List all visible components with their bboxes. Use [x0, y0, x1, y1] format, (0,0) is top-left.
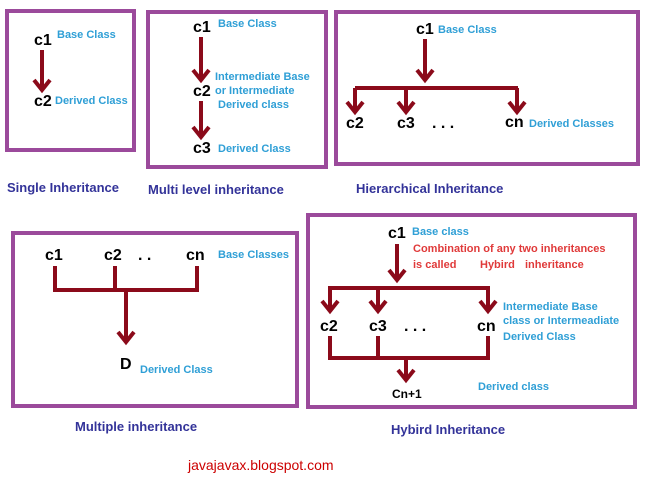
hybrid-note-combo-4: inheritance [525, 259, 584, 271]
multilevel-arrow-1-head [191, 68, 211, 84]
hybrid-panel-border [306, 213, 637, 409]
hybrid-caption: Hybird Inheritance [391, 422, 505, 437]
hierarchical-node-c3: c3 [397, 115, 415, 132]
single-arrow-head [32, 78, 52, 94]
multilevel-note-base: Base Class [218, 18, 277, 30]
single-node-c2: c2 [34, 93, 52, 110]
multiple-node-c1: c1 [45, 247, 63, 264]
hierarchical-node-c1: c1 [416, 21, 434, 38]
multiple-panel-border [11, 231, 299, 408]
hybrid-note-combo-1: Combination of any two inheritances [413, 243, 606, 255]
hierarchical-node-cn: cn [505, 114, 524, 131]
hybrid-arrow-parent-head [387, 268, 407, 284]
multiple-caption: Multiple inheritance [75, 419, 197, 434]
hierarchical-arrow-cn-head [507, 100, 527, 116]
hybrid-arrow-child-head [396, 368, 416, 384]
multilevel-note-intermediate-3: Derived class [218, 99, 289, 111]
multiple-arrow-child-head [116, 330, 136, 346]
hybrid-node-c1: c1 [388, 225, 406, 242]
hybrid-note-intermediate-2: class or Intermeadiate [503, 315, 619, 327]
multilevel-node-c3: c3 [193, 140, 211, 157]
single-note-derived: Derived Class [55, 95, 128, 107]
single-node-c1: c1 [34, 32, 52, 49]
hybrid-note-base: Base class [412, 226, 469, 238]
single-note-base: Base Class [57, 29, 116, 41]
hybrid-node-cn1: Cn+1 [392, 387, 422, 401]
hierarchical-arrow-parent-head [415, 68, 435, 84]
single-caption: Single Inheritance [7, 180, 119, 195]
multilevel-note-intermediate-2: or Intermediate [215, 85, 294, 97]
multilevel-inheritance-panel: c1 Base Class c2 Intermediate Base or In… [146, 10, 328, 169]
hybrid-dots: . . . [404, 318, 426, 335]
hybrid-arrow-c2-head [320, 299, 340, 315]
hybrid-note-intermediate-1: Intermediate Base [503, 301, 598, 313]
hybrid-note-derived: Derived class [478, 381, 549, 393]
hybrid-arrow-cn-head [478, 299, 498, 315]
multiple-node-cn: cn [186, 247, 205, 264]
hierarchical-note-derived: Derived Classes [529, 118, 614, 130]
multilevel-note-intermediate-1: Intermediate Base [215, 71, 310, 83]
single-inheritance-panel: c1 Base Class c2 Derived Class [5, 9, 136, 152]
hierarchical-caption: Hierarchical Inheritance [356, 181, 503, 196]
hybrid-node-cn: cn [477, 318, 496, 335]
single-panel-border [5, 9, 136, 152]
multiple-dots: . . [138, 247, 151, 264]
multiple-inheritance-panel: c1 c2 . . cn Base Classes D Derived Clas… [11, 231, 299, 408]
hybrid-arrow-c3-head [368, 299, 388, 315]
hybrid-node-c2: c2 [320, 318, 338, 335]
hierarchical-inheritance-panel: c1 Base Class c2 c3 . . . cn Derived Cla… [334, 10, 640, 166]
hybrid-node-c3: c3 [369, 318, 387, 335]
multilevel-caption: Multi level inheritance [148, 182, 284, 197]
hierarchical-note-base: Base Class [438, 24, 497, 36]
hybrid-note-intermediate-3: Derived Class [503, 331, 576, 343]
multilevel-note-derived: Derived Class [218, 143, 291, 155]
hierarchical-arrow-c2-head [345, 100, 365, 116]
multilevel-node-c2: c2 [193, 83, 211, 100]
multiple-note-base: Base Classes [218, 249, 289, 261]
hybrid-note-combo-3: Hybird [480, 259, 515, 271]
hierarchical-arrow-c3-head [396, 100, 416, 116]
hybrid-note-combo-2: is called [413, 259, 456, 271]
hierarchical-dots: . . . [432, 115, 454, 132]
hierarchical-node-c2: c2 [346, 115, 364, 132]
multilevel-node-c1: c1 [193, 19, 211, 36]
multiple-node-d: D [120, 356, 132, 373]
hierarchical-panel-border [334, 10, 640, 166]
footer-site-link: javajavax.blogspot.com [187, 457, 334, 473]
multilevel-panel-border [146, 10, 328, 169]
hybrid-inheritance-panel: c1 Base class Combination of any two inh… [306, 213, 637, 409]
multiple-note-derived: Derived Class [140, 364, 213, 376]
multilevel-arrow-2-head [191, 125, 211, 141]
multiple-node-c2: c2 [104, 247, 122, 264]
